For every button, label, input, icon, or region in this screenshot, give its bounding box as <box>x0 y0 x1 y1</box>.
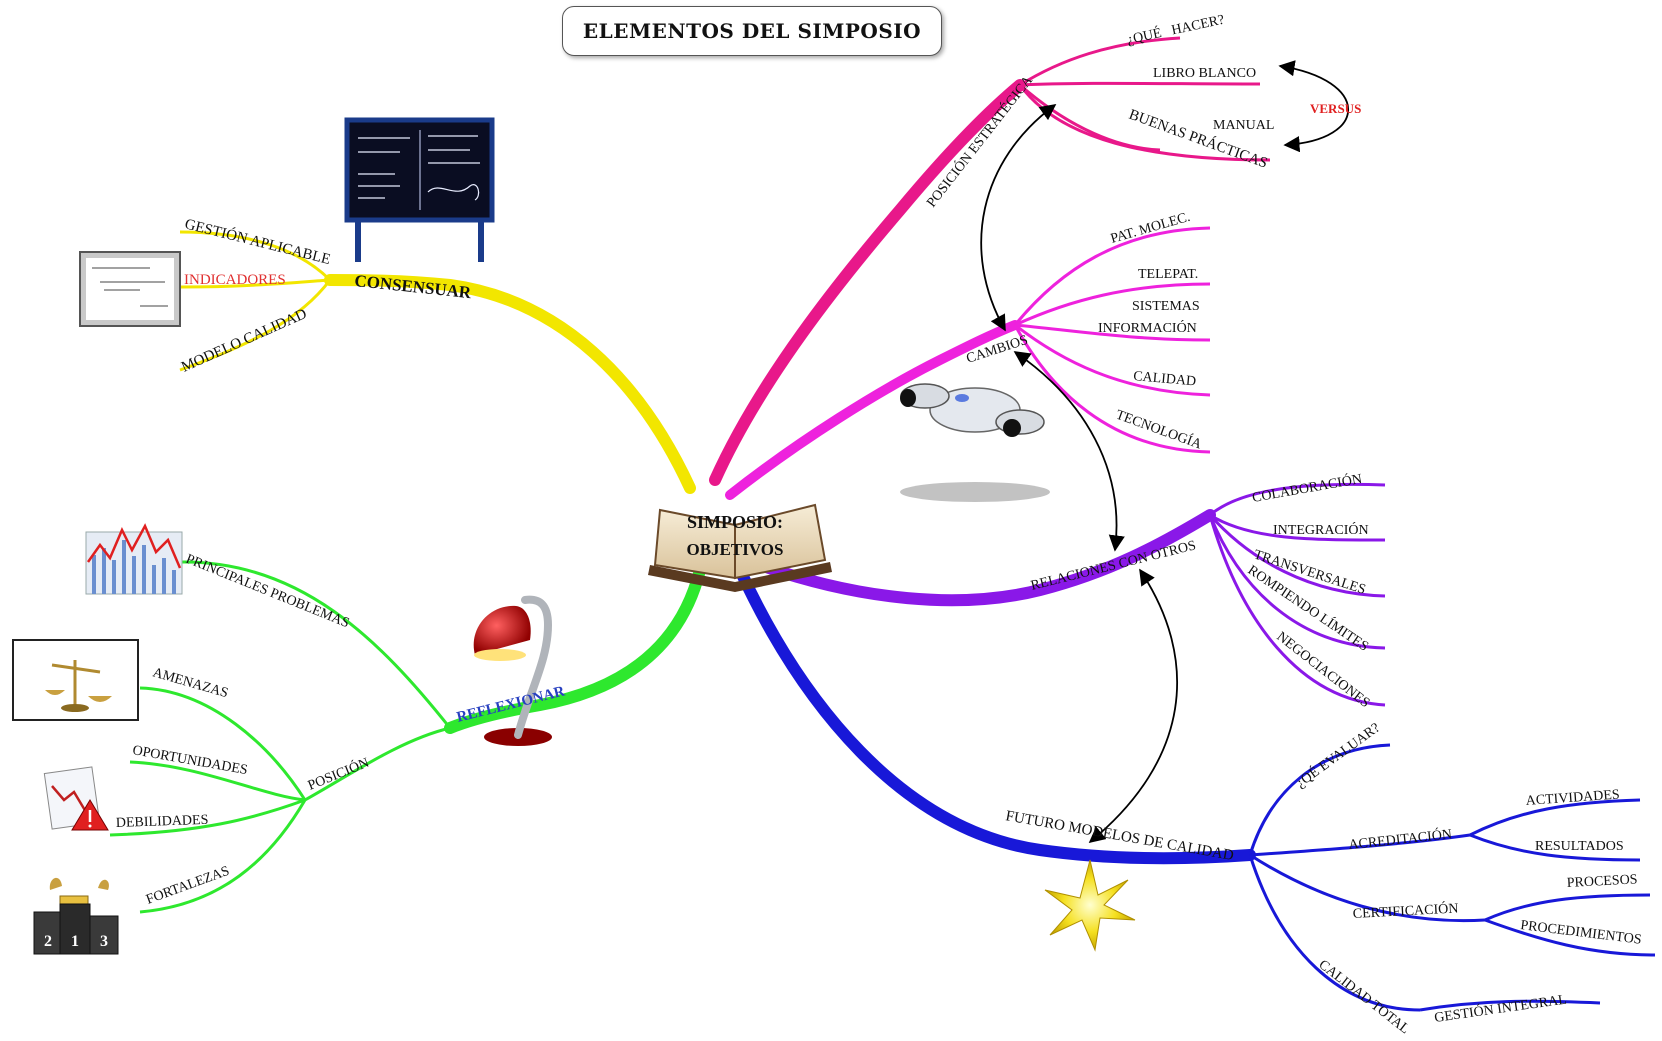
scales-icon <box>12 639 139 721</box>
label-colaboracion: COLABORACIÓN <box>1251 470 1363 506</box>
stock-chart-icon <box>85 523 183 595</box>
label-integracion: INTEGRACIÓN <box>1273 521 1369 538</box>
center-line2: OBJETIVOS <box>687 540 784 559</box>
label-oportunidades: OPORTUNIDADES <box>131 743 248 778</box>
estrategica-subbranches <box>1018 36 1271 162</box>
label-posicion: POSICIÓN <box>305 754 371 794</box>
label-libro-blanco: LIBRO BLANCO <box>1153 66 1256 81</box>
star-burst-icon <box>1044 859 1136 952</box>
branch-reflexionar <box>444 564 706 734</box>
relaciones-subbranches <box>1208 482 1386 707</box>
label-consensuar: CONSENSUAR <box>354 271 473 302</box>
podium-number-2: 2 <box>44 933 52 950</box>
label-relaciones: RELACIONES CON OTROS <box>1029 538 1197 594</box>
branch-consensuar <box>324 274 696 494</box>
label-amenazas: AMENAZAS <box>151 665 230 701</box>
label-gestion-integral: GESTIÓN INTEGRAL <box>1433 991 1567 1026</box>
label-sistemas: SISTEMAS <box>1132 299 1200 314</box>
label-procesos: PROCESOS <box>1566 872 1638 891</box>
label-indicadores: INDICADORES <box>184 272 286 288</box>
title-box: ELEMENTOS DEL SIMPOSIO <box>562 6 942 56</box>
label-pat-molec: PAT. MOLEC. <box>1109 210 1192 247</box>
label-que-evaluar: ¿QÉ EVALUAR? <box>1292 719 1383 791</box>
desk-lamp-icon <box>473 595 553 746</box>
map-title: ELEMENTOS DEL SIMPOSIO <box>582 19 922 43</box>
label-manual: MANUAL <box>1213 118 1274 133</box>
open-book-icon <box>648 503 832 592</box>
cambios-subbranches <box>1013 226 1211 454</box>
label-debilidades: DEBILIDADES <box>116 813 209 831</box>
spaceship-icon <box>900 383 1050 502</box>
label-calidad-total: CALIDAD TOTAL <box>1316 957 1413 1037</box>
podium-number-1: 1 <box>71 933 79 950</box>
podium-number-3: 3 <box>100 933 108 950</box>
label-actividades: ACTIVIDADES <box>1525 787 1620 809</box>
label-calidad: CALIDAD <box>1133 369 1197 389</box>
label-modelo-calidad: MODELO CALIDAD <box>179 306 309 376</box>
label-resultados: RESULTADOS <box>1535 839 1624 854</box>
branch-cambios <box>725 320 1020 500</box>
label-procedimientos: PROCEDIMIENTOS <box>1520 918 1643 948</box>
branch-relaciones <box>754 509 1216 607</box>
branch-estrategica <box>709 79 1026 486</box>
futuro-subbranches <box>1248 743 1656 1012</box>
label-buenas-practicas: BUENAS PRÁCTICAS <box>1127 106 1270 172</box>
label-que-hacer: ¿QUÉ HACER? <box>1125 11 1226 48</box>
label-certificacion: CERTIFICACIÓN <box>1352 899 1458 922</box>
label-versus: VERSUS <box>1310 101 1361 116</box>
podium-icon: 2 1 3 <box>33 877 119 955</box>
warning-chart-icon <box>43 766 109 831</box>
label-informacion: INFORMACIÓN <box>1098 319 1197 336</box>
reflexionar-subbranches <box>109 560 452 914</box>
formula-card-icon <box>79 251 181 327</box>
center-line1: SIMPOSIO: <box>687 512 783 532</box>
label-telepat: TELEPAT. <box>1138 267 1198 282</box>
label-gestion-aplicable: GESTIÓN APLICABLE <box>183 215 332 268</box>
label-principales-problemas: PRINCIPALES PROBLEMAS <box>184 552 352 631</box>
cross-link-arrows <box>980 60 1350 844</box>
consensuar-subbranches <box>179 230 332 372</box>
branch-futuro <box>734 564 1256 865</box>
label-acreditacion: ACREDITACIÓN <box>1348 825 1453 853</box>
chalkboard-icon <box>344 117 495 262</box>
label-posicion-estrategica: POSICIÓN ESTRATÉGICA <box>923 71 1037 210</box>
